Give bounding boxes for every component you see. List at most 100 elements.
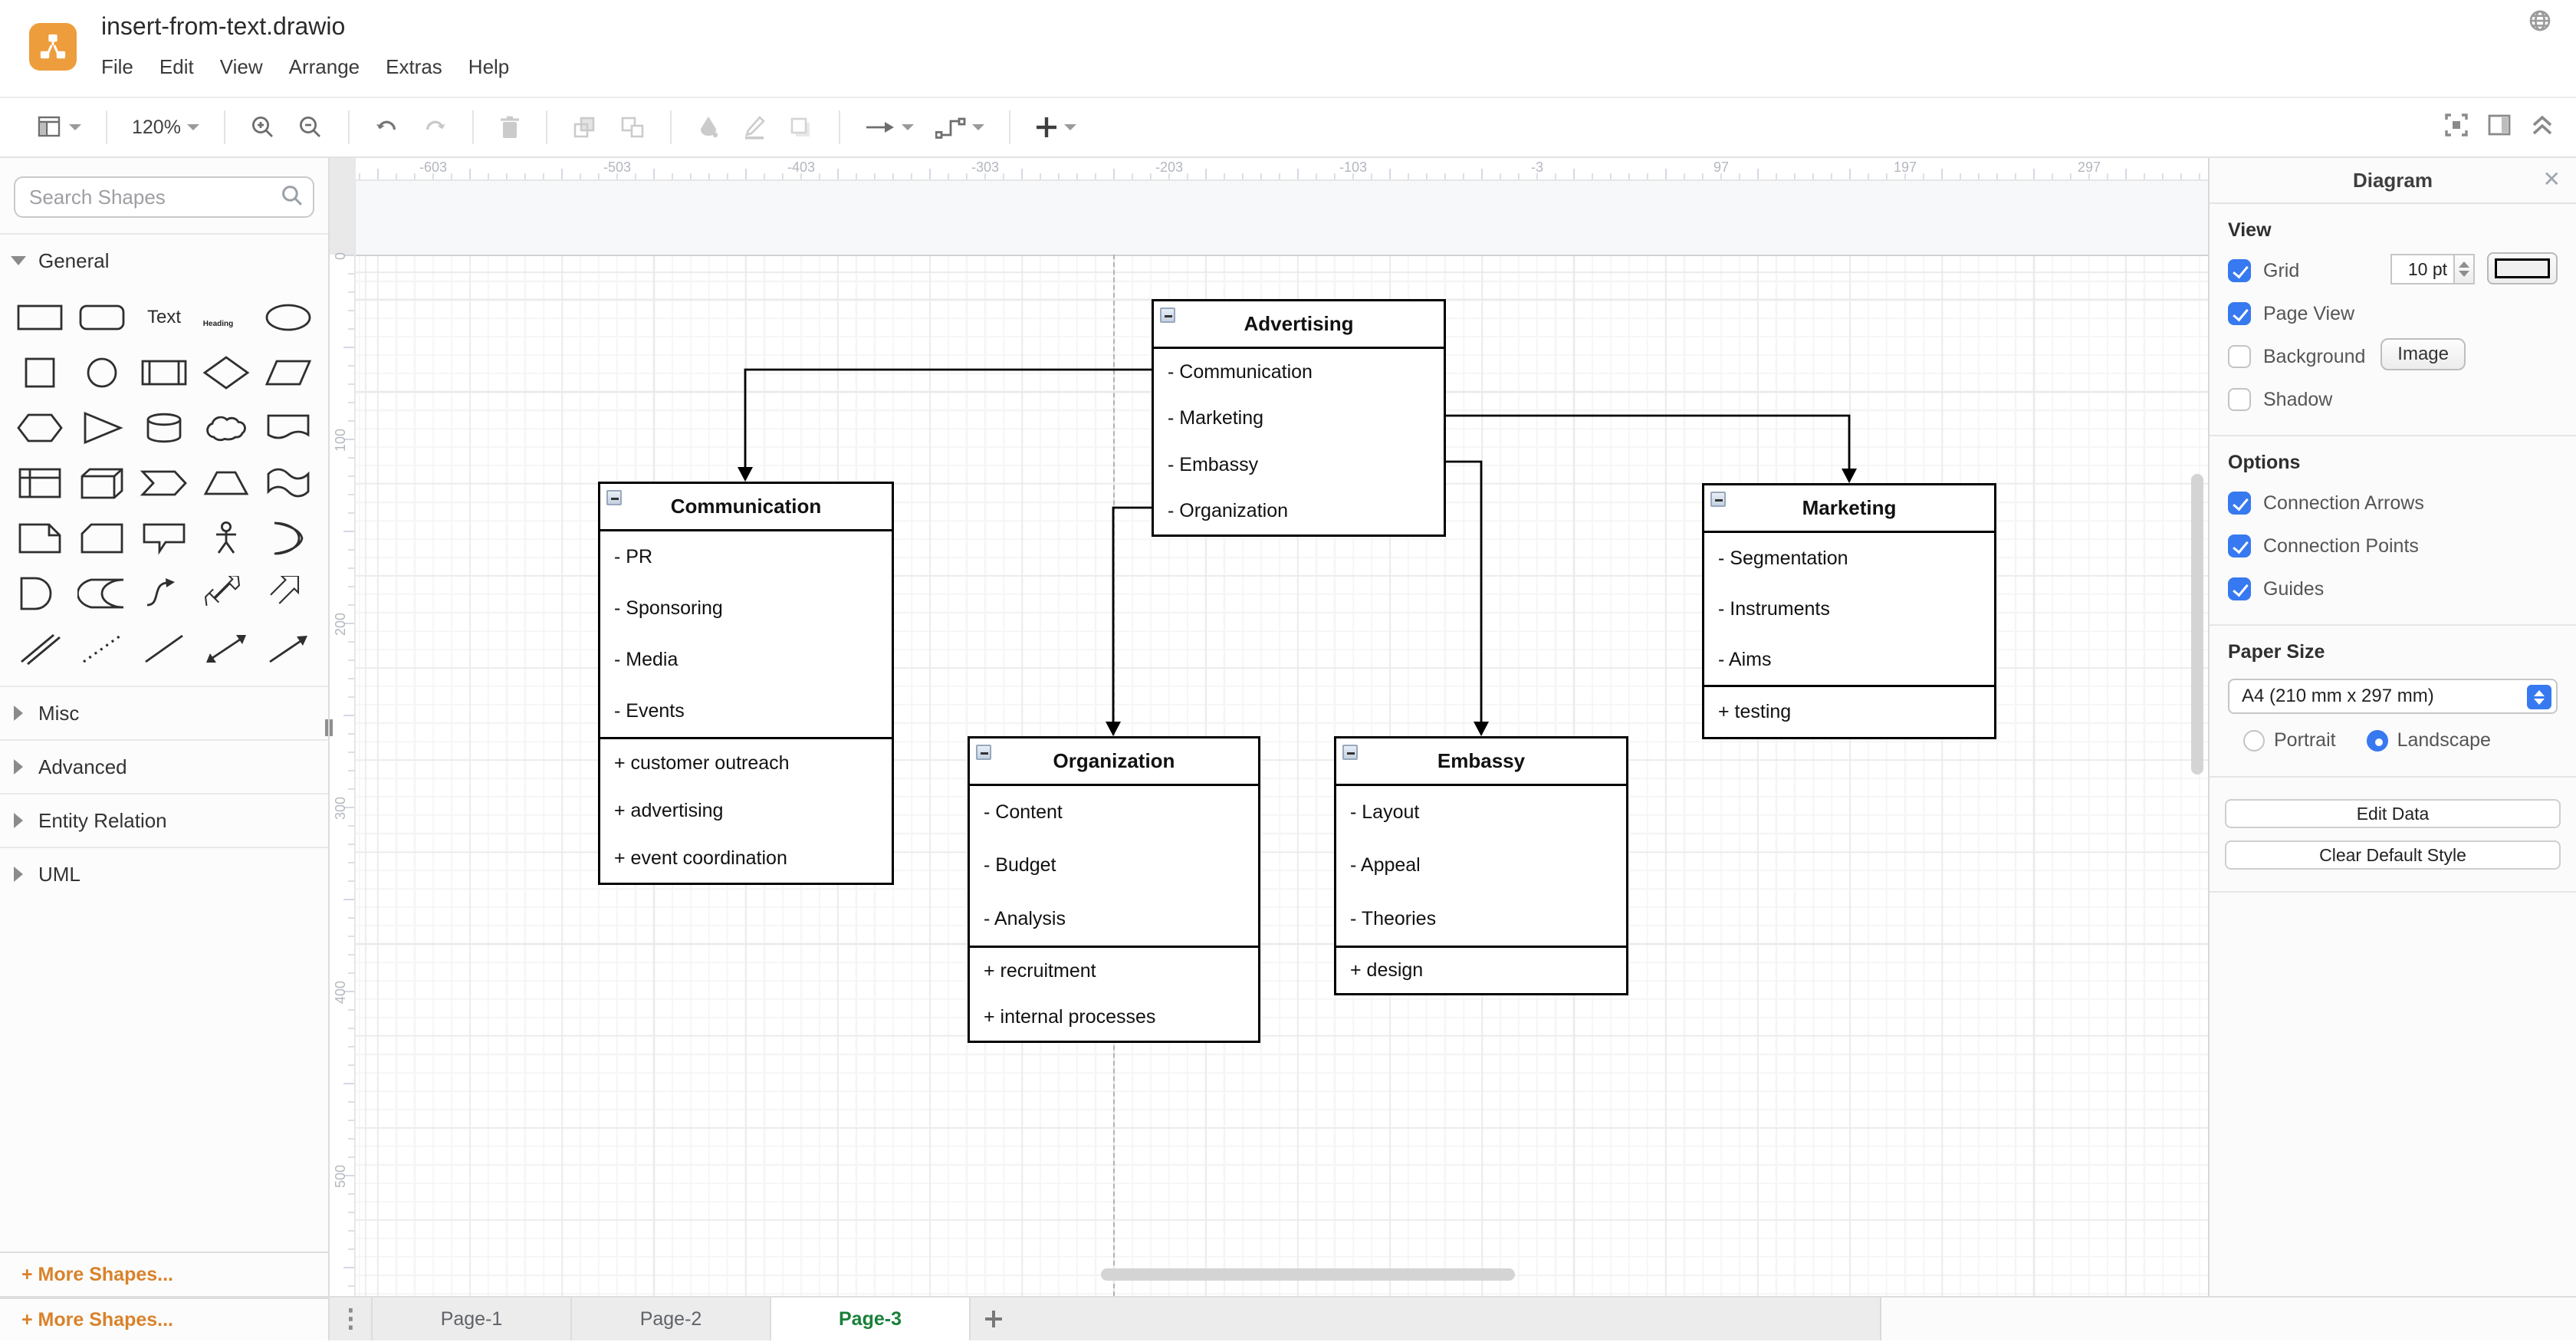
uml-class-marketing[interactable]: Marketing- Segmentation- Instruments- Ai… bbox=[1702, 483, 1996, 739]
parallelogram-shape[interactable] bbox=[257, 348, 319, 397]
redo-button[interactable] bbox=[419, 112, 451, 143]
uml-member-row[interactable]: + design bbox=[1350, 959, 1424, 981]
text-shape[interactable]: Text bbox=[146, 307, 181, 327]
document-shape[interactable] bbox=[257, 403, 319, 452]
menu-file[interactable]: File bbox=[101, 55, 133, 78]
uml-member-row[interactable]: - Layout bbox=[1350, 801, 1420, 824]
menu-arrange[interactable]: Arrange bbox=[288, 55, 360, 78]
diagram-canvas[interactable]: Advertising- Communication- Marketing- E… bbox=[356, 181, 2208, 1296]
undo-button[interactable] bbox=[371, 112, 403, 143]
sidebar-section-entity-relation[interactable]: Entity Relation bbox=[0, 793, 328, 847]
cylinder-shape[interactable] bbox=[133, 403, 196, 452]
ellipse-shape[interactable] bbox=[257, 293, 319, 342]
uml-class-advertising[interactable]: Advertising- Communication- Marketing- E… bbox=[1152, 299, 1446, 537]
cube-shape[interactable] bbox=[71, 459, 133, 508]
uml-member-row[interactable]: - Marketing bbox=[1168, 407, 1264, 429]
rectangle-shape[interactable] bbox=[9, 293, 71, 342]
add-page-button[interactable] bbox=[971, 1298, 1017, 1340]
actor-shape[interactable] bbox=[195, 514, 257, 563]
uml-class-communication[interactable]: Communication- PR- Sponsoring- Media- Ev… bbox=[598, 482, 894, 885]
to-front-button[interactable] bbox=[569, 112, 601, 143]
textbox-shape[interactable]: Heading bbox=[202, 319, 234, 328]
circle-shape[interactable] bbox=[71, 348, 133, 397]
uml-member-row[interactable]: - Embassy bbox=[1168, 453, 1259, 475]
tab-page-2[interactable]: Page-2 bbox=[572, 1298, 771, 1340]
more-shapes-button[interactable]: + More Shapes... bbox=[0, 1252, 328, 1296]
connection-points-checkbox[interactable] bbox=[2228, 534, 2251, 558]
uml-member-row[interactable]: - Sponsoring bbox=[614, 597, 723, 619]
menu-help[interactable]: Help bbox=[468, 55, 510, 78]
more-shapes-button[interactable]: + More Shapes... bbox=[0, 1298, 330, 1340]
process-shape[interactable] bbox=[133, 348, 196, 397]
curve-shape[interactable] bbox=[133, 569, 196, 618]
connection-style-button[interactable] bbox=[862, 113, 917, 141]
bidirectional-arrow-shape[interactable] bbox=[195, 569, 257, 618]
dotted-line-shape[interactable] bbox=[71, 624, 133, 673]
grid-size-input[interactable] bbox=[2390, 254, 2455, 285]
fullscreen-icon[interactable] bbox=[2444, 113, 2469, 143]
sidebar-resize-handle[interactable] bbox=[325, 719, 333, 736]
trapezoid-shape[interactable] bbox=[195, 459, 257, 508]
uml-member-row[interactable]: + advertising bbox=[614, 799, 724, 821]
uml-member-row[interactable]: - Communication bbox=[1168, 360, 1313, 383]
line-shape[interactable] bbox=[133, 624, 196, 673]
tab-page-3[interactable]: Page-3 bbox=[771, 1298, 971, 1340]
uml-member-row[interactable]: - Budget bbox=[984, 854, 1056, 877]
horizontal-scrollbar[interactable] bbox=[1101, 1268, 1515, 1281]
sidebar-section-misc[interactable]: Misc bbox=[0, 686, 328, 739]
search-shapes-input[interactable] bbox=[14, 176, 314, 218]
link-shape[interactable] bbox=[9, 624, 71, 673]
menu-view[interactable]: View bbox=[219, 55, 263, 78]
grid-color-swatch[interactable] bbox=[2487, 252, 2558, 285]
uml-member-row[interactable]: - Analysis bbox=[984, 907, 1066, 929]
or-shape[interactable] bbox=[257, 514, 319, 563]
to-back-button[interactable] bbox=[616, 112, 649, 143]
paper-size-select[interactable]: A4 (210 mm x 297 mm) bbox=[2228, 679, 2558, 714]
background-image-button[interactable]: Image bbox=[2380, 338, 2466, 370]
uml-member-row[interactable]: - Instruments bbox=[1718, 597, 1830, 620]
internal-storage-shape[interactable] bbox=[9, 459, 71, 508]
arrow-shape[interactable] bbox=[257, 569, 319, 618]
data-storage-shape[interactable] bbox=[71, 569, 133, 618]
sidebar-section-general[interactable]: General bbox=[0, 233, 328, 287]
insert-button[interactable] bbox=[1032, 113, 1079, 142]
uml-member-row[interactable]: - Content bbox=[984, 801, 1063, 824]
uml-member-row[interactable]: - Theories bbox=[1350, 907, 1437, 929]
uml-member-row[interactable]: - Aims bbox=[1718, 648, 1772, 670]
note-shape[interactable] bbox=[9, 514, 71, 563]
tab-page-1[interactable]: Page-1 bbox=[373, 1298, 572, 1340]
uml-member-row[interactable]: + recruitment bbox=[984, 959, 1096, 982]
page-view-checkbox[interactable] bbox=[2228, 302, 2251, 325]
sidebar-section-uml[interactable]: UML bbox=[0, 847, 328, 900]
collapse-icon[interactable] bbox=[606, 490, 622, 505]
format-panel-toggle-icon[interactable] bbox=[2487, 113, 2512, 143]
tape-shape[interactable] bbox=[257, 459, 319, 508]
rounded-rectangle-shape[interactable] bbox=[71, 293, 133, 342]
delete-button[interactable] bbox=[495, 112, 524, 143]
collapse-icon[interactable] bbox=[1160, 308, 1175, 323]
shadow-checkbox[interactable] bbox=[2228, 388, 2251, 411]
clear-default-style-button[interactable]: Clear Default Style bbox=[2225, 840, 2561, 870]
bidirectional-connector-shape[interactable] bbox=[195, 624, 257, 673]
and-shape[interactable] bbox=[9, 569, 71, 618]
zoom-out-button[interactable] bbox=[294, 111, 327, 143]
uml-member-row[interactable]: + testing bbox=[1718, 701, 1792, 722]
uml-member-row[interactable]: + customer outreach bbox=[614, 752, 790, 774]
zoom-level-button[interactable]: 120% bbox=[129, 113, 202, 142]
connection-arrows-checkbox[interactable] bbox=[2228, 492, 2251, 515]
uml-member-row[interactable]: + event coordination bbox=[614, 847, 787, 870]
background-checkbox[interactable] bbox=[2228, 345, 2251, 368]
line-color-button[interactable] bbox=[739, 112, 770, 143]
hexagon-shape[interactable] bbox=[9, 403, 71, 452]
portrait-radio[interactable] bbox=[2243, 729, 2265, 752]
cloud-shape[interactable] bbox=[195, 403, 257, 452]
step-shape[interactable] bbox=[133, 459, 196, 508]
collapse-toolbar-icon[interactable] bbox=[2530, 113, 2555, 143]
menu-edit[interactable]: Edit bbox=[159, 55, 194, 78]
uml-member-row[interactable]: - Segmentation bbox=[1718, 547, 1848, 569]
language-globe-icon[interactable] bbox=[2528, 9, 2551, 38]
close-icon[interactable]: ✕ bbox=[2542, 167, 2561, 191]
sidebar-section-advanced[interactable]: Advanced bbox=[0, 739, 328, 793]
grid-size-stepper[interactable] bbox=[2455, 254, 2475, 285]
triangle-shape[interactable] bbox=[71, 403, 133, 452]
